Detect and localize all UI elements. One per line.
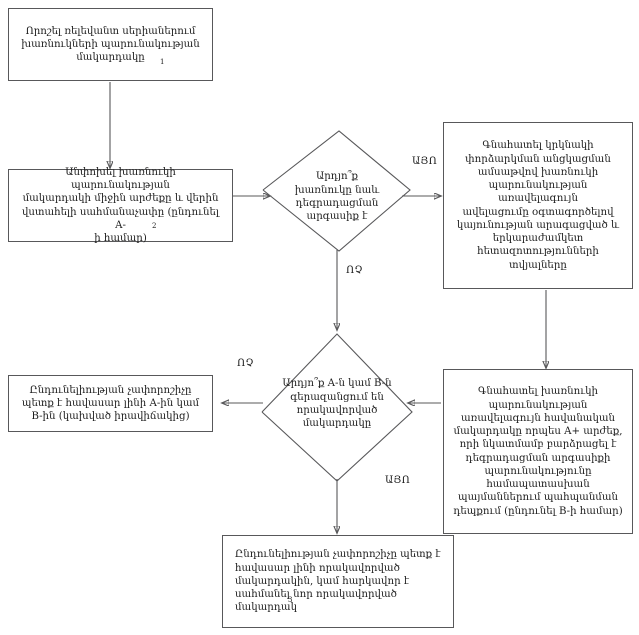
node-start: Որոշել ռելեվանտ սերիաներում խառնուկների … [8, 8, 213, 81]
node-estimate-text: Անփոխել խառնուկի պարունակության մակարդակ… [22, 166, 219, 244]
node-result-qualified-text: Ընդունելիության չափորոշիչը պետք է հավասա… [235, 549, 441, 614]
node-start-text: Որոշել ռելեվանտ սերիաներում խառնուկների … [21, 25, 200, 64]
node-result-qualified-footnote: 3 [288, 596, 293, 604]
edge-label-decision2-yes: ԱՅՈ [385, 475, 411, 486]
edge-label-decision2-no: ՈՉ [237, 358, 254, 369]
node-result-acceptance-a-or-b: Ընդունելիության չափորոշիչը պետք է հավասա… [8, 375, 213, 432]
node-maxlevel-text: Գնահատել խառնուկի պարունակության առավելա… [453, 386, 623, 517]
edge-label-decision1-yes: ԱՅՈ [412, 156, 438, 167]
node-degradation-text: Գնահատել կրկնակի փորձարկման անցկացման ամ… [456, 140, 620, 271]
node-estimate: Անփոխել խառնուկի պարունակության մակարդակ… [8, 167, 233, 244]
node-decision-degradation-product: Արդյո՞ք խառնուկը նաև դեգրադացման արգասիք… [282, 160, 392, 234]
node-decision-exceeds-qualified-level: Արդյո՞ք A-ն կամ B-ն գերազանցում են որակա… [276, 371, 398, 437]
node-start-footnote: 1 [160, 58, 165, 66]
node-result-qualified-level: Ընդունելիության չափորոշիչը պետք է հավասա… [222, 535, 454, 628]
node-decision1-text: Արդյո՞ք խառնուկը նաև դեգրադացման արգասիք… [294, 171, 380, 223]
node-estimate-max-increase: Գնահատել կրկնակի փորձարկման անցկացման ամ… [443, 122, 633, 289]
node-estimate-max-level: Գնահատել խառնուկի պարունակության առավելա… [443, 369, 633, 534]
node-estimate-footnote: 2 [152, 222, 157, 230]
edge-label-decision1-no: ՈՉ [346, 265, 363, 276]
node-decision2-text: Արդյո՞ք A-ն կամ B-ն գերազանցում են որակա… [282, 378, 392, 430]
node-result-ab-text: Ընդունելիության չափորոշիչը պետք է հավասա… [21, 384, 200, 423]
